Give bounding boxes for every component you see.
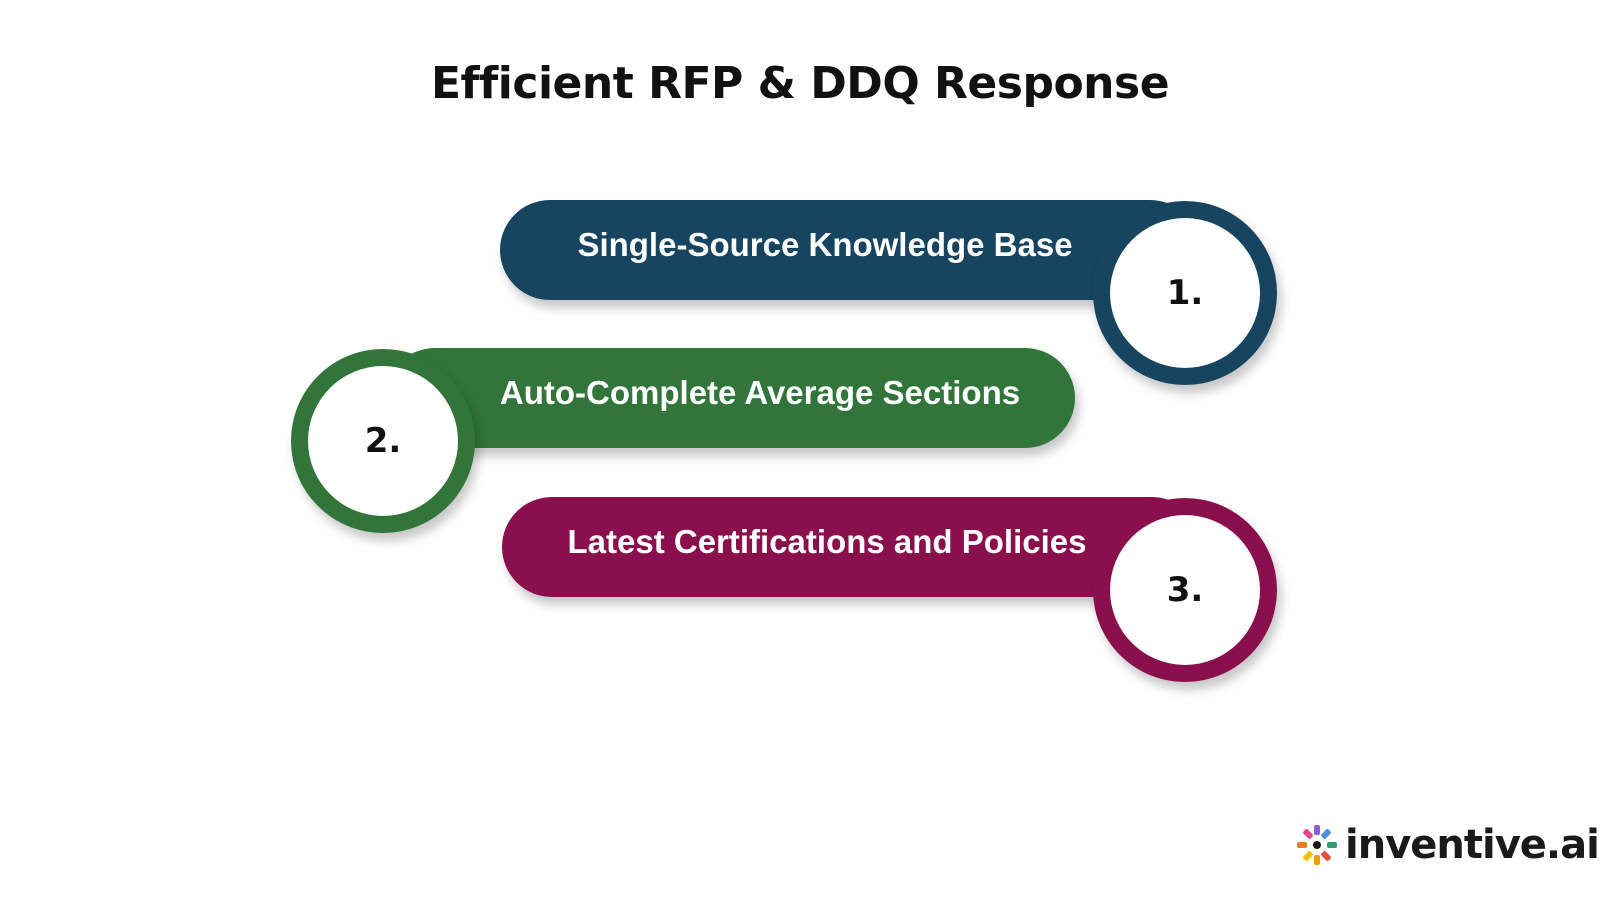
inventive-ai-logo-icon bbox=[1295, 823, 1339, 867]
step-2-label: Auto-Complete Average Sections bbox=[499, 374, 1021, 411]
brand-logo: inventive.ai bbox=[1295, 820, 1600, 870]
step-3-label: Latest Certifications and Policies bbox=[567, 523, 1087, 560]
logo-text: inventive.ai bbox=[1345, 822, 1600, 868]
step-1-number: 1. bbox=[1110, 218, 1260, 368]
step-1-label: Single-Source Knowledge Base bbox=[577, 226, 1073, 263]
step-3-circle: 3. bbox=[1093, 498, 1277, 682]
step-1-bar: Single-Source Knowledge Base bbox=[500, 200, 1200, 300]
step-2-number: 2. bbox=[308, 366, 458, 516]
step-1-circle: 1. bbox=[1093, 201, 1277, 385]
step-3-number: 3. bbox=[1110, 515, 1260, 665]
step-2-circle: 2. bbox=[291, 349, 475, 533]
page-title: Efficient RFP & DDQ Response bbox=[430, 58, 1170, 109]
step-3-bar: Latest Certifications and Policies bbox=[502, 497, 1202, 597]
step-2-bar: Auto-Complete Average Sections bbox=[385, 348, 1075, 448]
